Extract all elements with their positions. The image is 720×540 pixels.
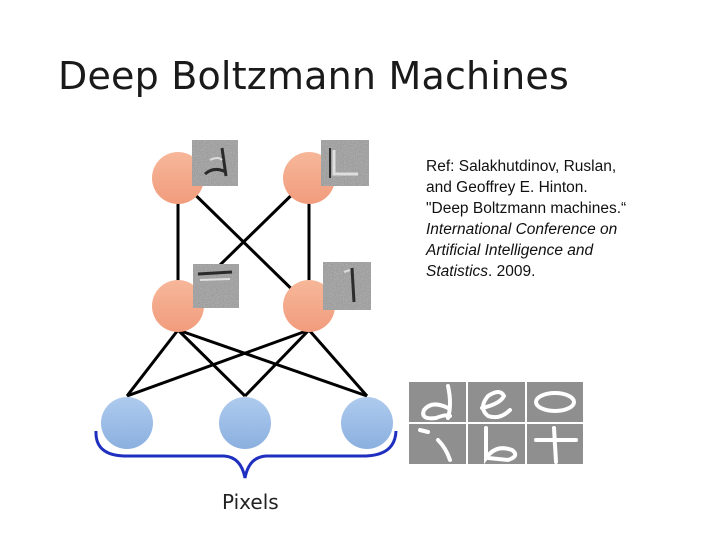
sample-glyph — [484, 426, 518, 465]
edge — [243, 328, 311, 398]
filter-thumbnail — [321, 140, 369, 186]
reference-journal-line-2: Artificial Intelligence and — [426, 242, 594, 259]
visible-unit-1 — [101, 397, 153, 449]
edge — [126, 328, 310, 398]
sample-images-grid — [409, 382, 583, 465]
hidden-unit-middle-1 — [152, 280, 204, 332]
sample-glyph — [534, 391, 576, 413]
reference-line-1: Ref: Salakhutdinov, Ruslan, — [426, 158, 617, 175]
sample-glyph — [480, 390, 512, 420]
filter-thumbnail — [193, 264, 239, 308]
slide-title: Deep Boltzmann Machines — [58, 54, 569, 98]
filter-thumbnail — [192, 140, 238, 186]
reference-citation: Ref: Salakhutdinov, Ruslan, and Geoffrey… — [426, 156, 696, 282]
reference-line-2: and Geoffrey E. Hinton. — [426, 179, 588, 196]
hidden-unit-middle-2 — [283, 280, 335, 332]
hidden-unit-top-1 — [152, 152, 204, 204]
edge — [176, 328, 247, 398]
reference-journal-line-3: Statistics — [426, 263, 489, 280]
sample-glyph — [421, 384, 452, 421]
pixels-label: Pixels — [222, 490, 279, 514]
visible-unit-2 — [219, 397, 271, 449]
edge — [177, 328, 368, 398]
sample-glyph — [418, 428, 452, 462]
visible-unit-3 — [341, 397, 393, 449]
reference-journal-line-1: International Conference on — [426, 221, 618, 238]
reference-year: . 2009. — [488, 263, 536, 280]
edge — [307, 329, 369, 397]
sample-glyph — [534, 426, 578, 464]
edge — [125, 329, 180, 397]
pixels-brace — [94, 430, 398, 479]
edges-middle-visible — [125, 328, 369, 398]
filter-thumbnail — [323, 262, 371, 310]
reference-line-3: "Deep Boltzmann machines.“ — [426, 200, 627, 217]
